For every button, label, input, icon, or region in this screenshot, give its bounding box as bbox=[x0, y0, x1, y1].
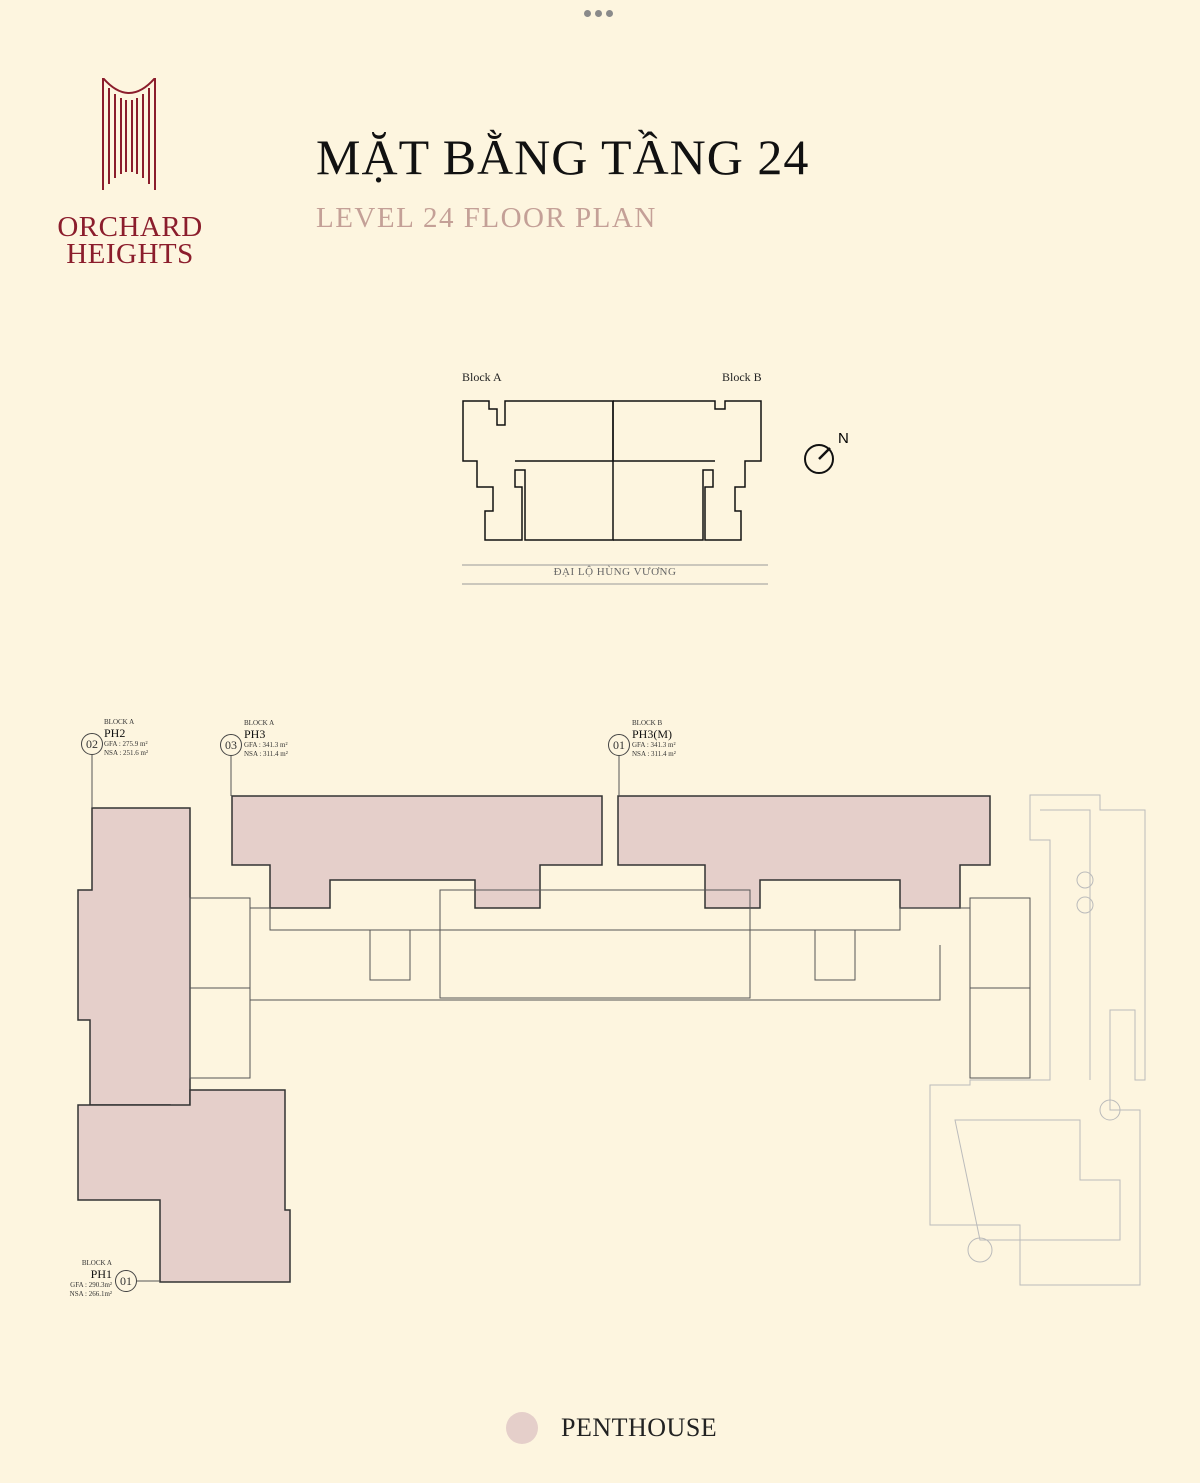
keyplan-block-a-label: Block A bbox=[462, 370, 502, 384]
unit-name: PH3(M) bbox=[632, 727, 673, 741]
unit-label-ph1[interactable]: BLOCK A PH1 GFA : 290.3m² NSA : 266.1m² bbox=[60, 1259, 112, 1299]
unit-name: PH2 bbox=[104, 726, 126, 740]
unit-gfa: GFA : 341.3 m² bbox=[632, 741, 676, 749]
unit-gfa: GFA : 290.3m² bbox=[70, 1281, 112, 1289]
unit-block: BLOCK A bbox=[104, 718, 135, 726]
unit-gfa: GFA : 341.3 m² bbox=[244, 741, 288, 749]
floor-plan bbox=[77, 794, 1146, 1286]
unit-ph2 bbox=[77, 807, 191, 1111]
unit-label-ph3m[interactable]: BLOCK B PH3(M) GFA : 341.3 m² NSA : 311.… bbox=[632, 719, 676, 759]
more-options-icon[interactable] bbox=[584, 10, 613, 17]
unit-number-badge: 03 bbox=[220, 734, 242, 756]
brand-name-line2: HEIGHTS bbox=[66, 238, 194, 270]
unit-ph3 bbox=[231, 795, 603, 909]
keyplan-diagram bbox=[462, 400, 768, 585]
unit-ph1 bbox=[77, 1089, 291, 1283]
keyplan-block-b-label: Block B bbox=[722, 370, 762, 384]
unit-gfa: GFA : 275.9 m² bbox=[104, 740, 148, 748]
unit-name: PH1 bbox=[90, 1267, 112, 1281]
compass-icon bbox=[804, 444, 834, 474]
unit-nsa: NSA : 266.1m² bbox=[69, 1290, 112, 1298]
unit-label-ph2[interactable]: BLOCK A PH2 GFA : 275.9 m² NSA : 251.6 m… bbox=[104, 718, 148, 758]
unit-nsa: NSA : 311.4 m² bbox=[244, 750, 288, 758]
brand-name-line1: ORCHARD bbox=[57, 211, 203, 243]
page-subtitle: LEVEL 24 FLOOR PLAN bbox=[316, 202, 657, 234]
unit-block: BLOCK B bbox=[632, 719, 663, 727]
unit-nsa: NSA : 311.4 m² bbox=[632, 750, 676, 758]
unit-number-badge: 01 bbox=[608, 734, 630, 756]
road-label: ĐẠI LỘ HÙNG VƯƠNG bbox=[553, 566, 677, 578]
unit-nsa: NSA : 251.6 m² bbox=[104, 749, 149, 757]
unit-ph3m bbox=[617, 795, 991, 909]
unit-number-badge: 01 bbox=[115, 1270, 137, 1292]
unit-block: BLOCK A bbox=[244, 719, 275, 727]
penthouse-legend-label: PENTHOUSE bbox=[561, 1413, 718, 1442]
unit-label-ph3[interactable]: BLOCK A PH3 GFA : 341.3 m² NSA : 311.4 m… bbox=[244, 719, 288, 759]
page-title: MẶT BẰNG TẦNG 24 bbox=[316, 129, 810, 185]
penthouse-legend-swatch bbox=[506, 1412, 538, 1444]
unit-name: PH3 bbox=[244, 727, 266, 741]
orchard-heights-logo-icon bbox=[102, 78, 156, 190]
unit-number-badge: 02 bbox=[81, 733, 103, 755]
unit-block: BLOCK A bbox=[81, 1259, 112, 1267]
north-label: N bbox=[838, 430, 849, 447]
